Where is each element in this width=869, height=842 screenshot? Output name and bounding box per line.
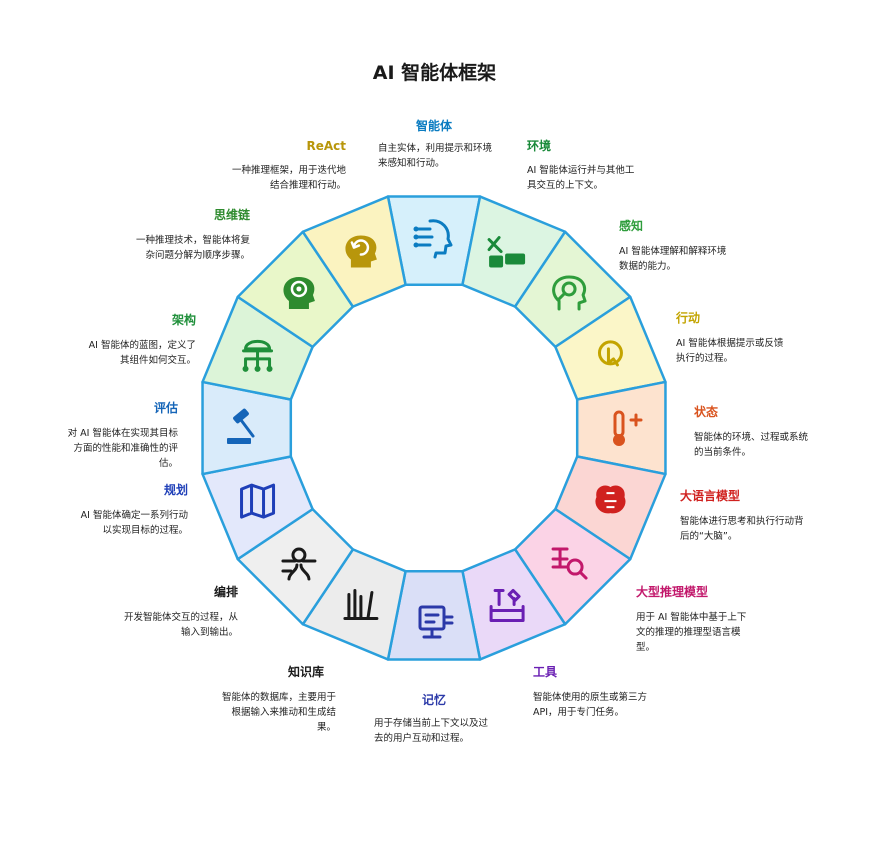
label-environment: 环境 (527, 139, 552, 153)
head-magnifier-icon (552, 275, 587, 311)
tools-environment-icon (487, 236, 526, 268)
toolbox-icon (489, 588, 525, 622)
label-planning: 规划 (163, 483, 188, 497)
label-react: ReAct (306, 139, 346, 153)
desc-orchestration: 开发智能体交互的过程，从输入到输出。 (123, 612, 238, 638)
text-search-icon (551, 547, 588, 580)
label-lrm: 大型推理模型 (636, 585, 709, 599)
desc-architecture: AI 智能体的蓝图，定义了其组件如何交互。 (88, 340, 196, 366)
label-agent: 智能体 (415, 119, 452, 133)
desc-cot: 一种推理技术，智能体将复杂问题分解为顺序步骤。 (135, 235, 250, 261)
desc-perception: AI 智能体理解和解释环境数据的能力。 (619, 246, 727, 272)
desc-environment: AI 智能体运行并与其他工具交互的上下文。 (527, 165, 635, 191)
head-gear-icon (283, 276, 315, 309)
label-memory: 记忆 (421, 693, 446, 707)
label-llm: 大语言模型 (680, 489, 741, 503)
label-perception: 感知 (619, 219, 644, 233)
segment-react (301, 195, 407, 308)
gavel-icon (227, 408, 255, 444)
label-action: 行动 (676, 311, 701, 325)
label-state: 状态 (694, 405, 719, 419)
desc-kb: 智能体的数据库，主要用于根据输入来推动和生成结果。 (221, 692, 336, 733)
segment-environment (461, 195, 567, 308)
desc-react: 一种推理框架，用于迭代地结合推理和行动。 (231, 165, 346, 191)
label-cot: 思维链 (213, 208, 250, 222)
brain-circuit-icon (595, 485, 626, 514)
desc-state: 智能体的环境、过程或系统的当前条件。 (694, 432, 809, 458)
desc-llm: 智能体进行思考和执行行动背后的“大脑”。 (680, 516, 804, 542)
label-architecture: 架构 (171, 313, 196, 327)
segment-agent (386, 195, 482, 287)
desc-lrm: 用于 AI 智能体中基于上下文的推理的推理型语言模型。 (636, 612, 747, 653)
label-kb: 知识库 (287, 665, 324, 679)
pointer-click-icon (597, 340, 623, 367)
bookshelf-icon (343, 588, 379, 620)
hierarchy-icon (242, 339, 274, 372)
ai-head-icon (413, 219, 453, 259)
desc-action: AI 智能体根据提示或反馈执行的过程。 (676, 338, 784, 364)
desc-memory: 用于存储当前上下文以及过去的用户互动和过程。 (374, 718, 489, 744)
orchestration-network-icon (281, 547, 317, 581)
segment-action (554, 295, 667, 401)
desc-planning: AI 智能体确定一系列行动以实现目标的过程。 (80, 510, 188, 536)
label-evaluation: 评估 (153, 401, 178, 415)
thermometer-icon (613, 410, 643, 446)
desc-agent: 自主实体，利用提示和环境来感知和行动。 (378, 143, 493, 169)
label-orchestration: 编排 (213, 585, 238, 599)
label-tools: 工具 (533, 665, 558, 679)
desc-tools: 智能体使用的原生或第三方 API，用于专门任务。 (533, 692, 648, 718)
segment-perception (513, 230, 632, 349)
head-cycle-icon (345, 235, 377, 268)
diagram-title: AI 智能体框架 (372, 62, 497, 84)
segment-memory (386, 569, 482, 661)
map-icon (240, 483, 276, 519)
desc-evaluation: 对 AI 智能体在实现其目标方面的性能和准确性的评估。 (67, 428, 178, 469)
memory-chip-icon (418, 605, 454, 639)
